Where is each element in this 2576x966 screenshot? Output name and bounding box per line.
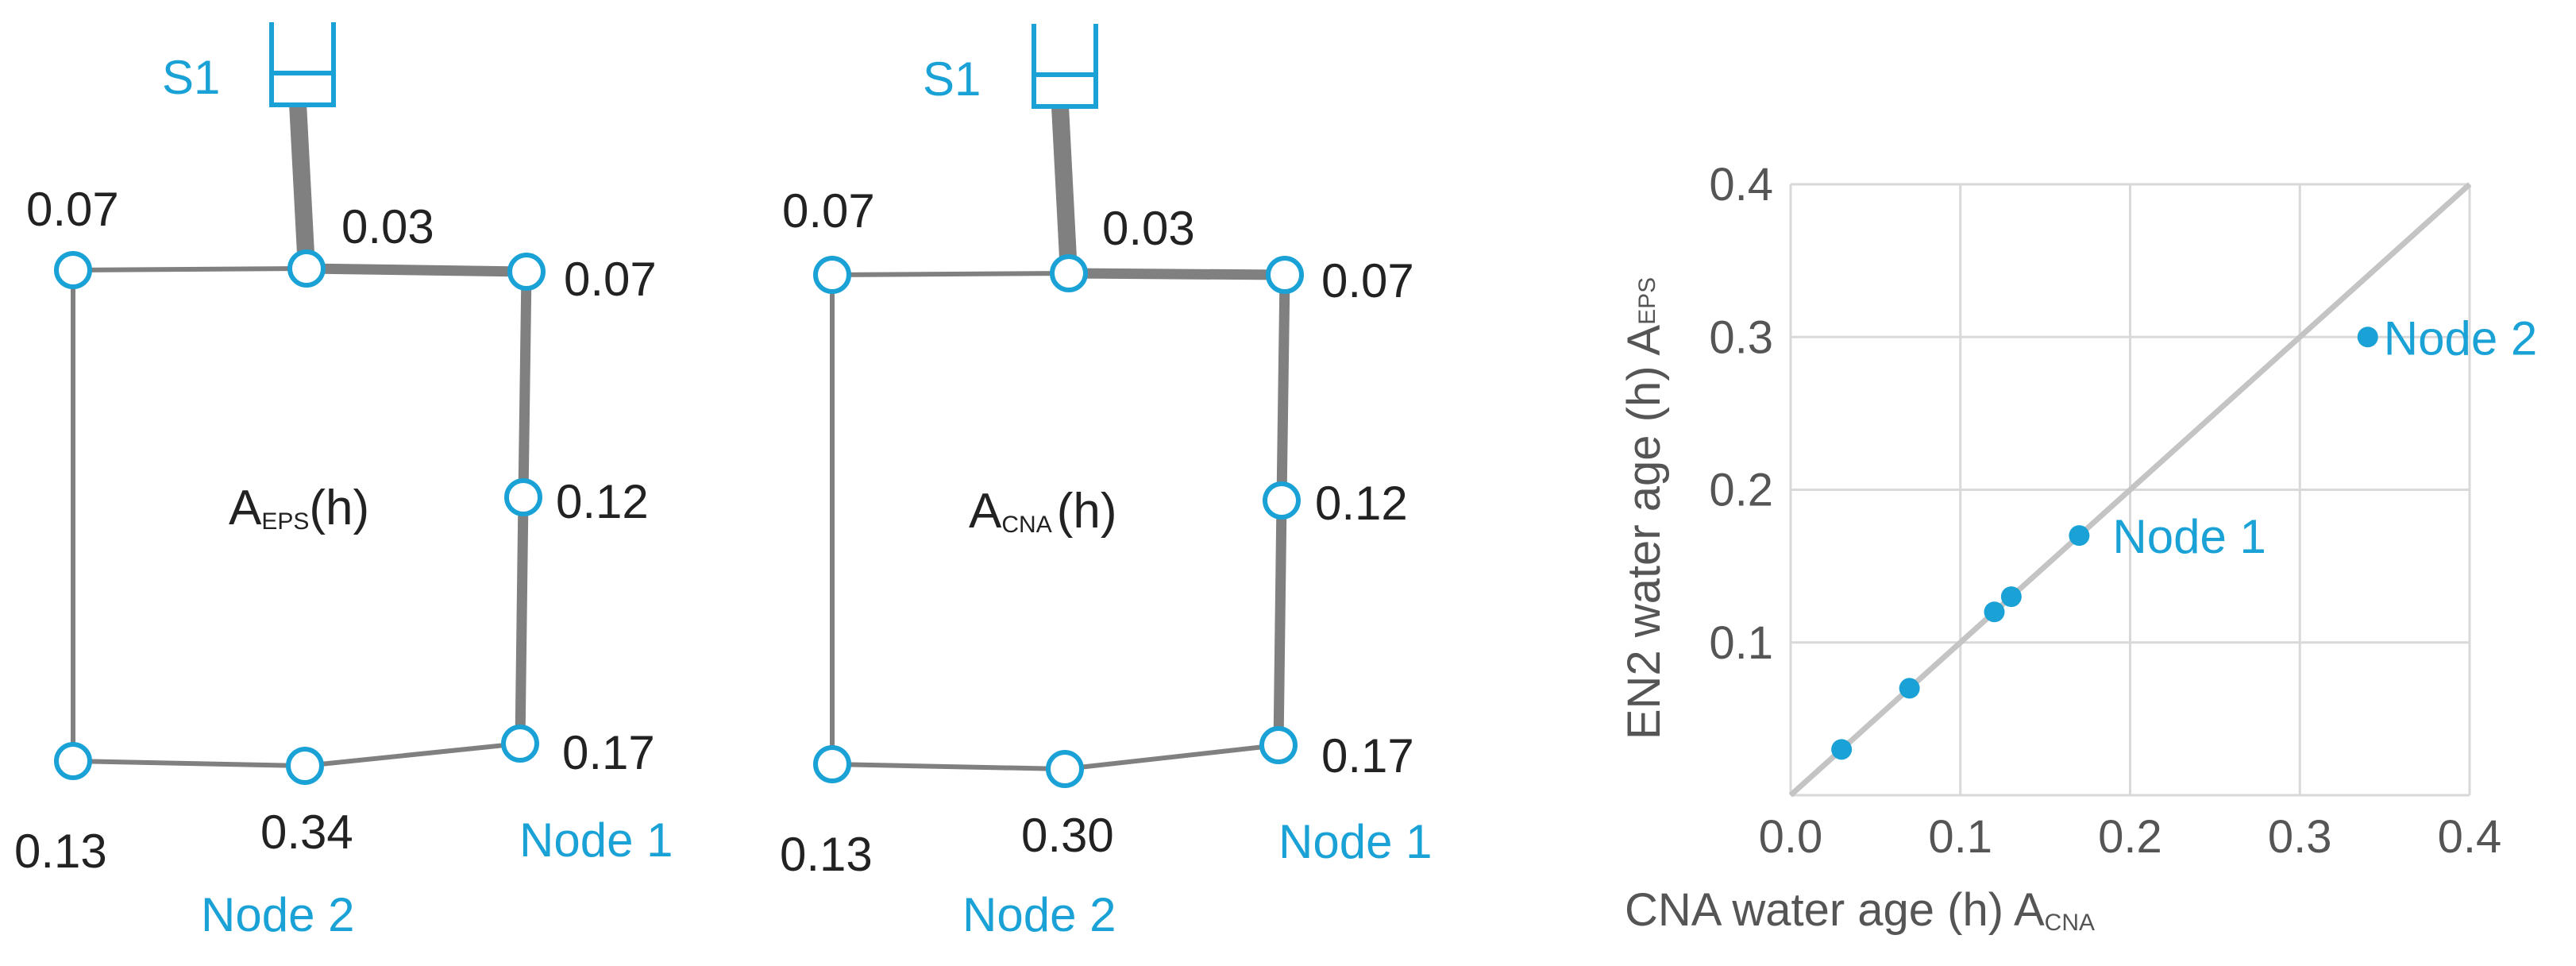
node-markers bbox=[813, 254, 1304, 788]
pipe-top-right bbox=[1068, 268, 1286, 280]
node-bottom-mid bbox=[286, 747, 324, 785]
node-top-right bbox=[1266, 256, 1304, 294]
x-tick-label: 0.4 bbox=[2438, 811, 2502, 863]
y-tick-label: 0.1 bbox=[1709, 617, 1773, 669]
node-markers bbox=[54, 249, 546, 785]
value-top-left: 0.07 bbox=[782, 184, 875, 238]
scatter-chart: Node 1 Node 2 0.0 0.1 0.2 0.3 0.4 0.1 0.2 0.3 0.4… bbox=[1618, 159, 2537, 936]
pipe-top-right bbox=[306, 263, 527, 277]
network-cna: S1 0.07 0.03 0.07 0.12 0.17 0.30 0.13 No… bbox=[780, 24, 1432, 941]
node2-label: Node 2 bbox=[201, 888, 354, 941]
value-bottom-right: 0.17 bbox=[562, 726, 655, 779]
node-top-right bbox=[507, 253, 546, 291]
value-bottom-left: 0.13 bbox=[780, 828, 873, 881]
pipe-top-left bbox=[72, 266, 307, 272]
y-tick-label: 0.2 bbox=[1709, 465, 1773, 516]
pipe-right-upper bbox=[1276, 274, 1290, 501]
value-right-mid: 0.12 bbox=[1315, 477, 1408, 530]
data-point-4 bbox=[2069, 525, 2090, 547]
node-bottom-left bbox=[54, 742, 92, 780]
node-top-mid bbox=[287, 249, 326, 288]
value-top-mid: 0.03 bbox=[1102, 202, 1195, 255]
pipe-right-lower bbox=[1273, 500, 1287, 746]
x-axis-label: CNA water age (h) ACNA bbox=[1625, 884, 2095, 936]
point-label: Node 2 bbox=[2384, 311, 2537, 365]
node2-label: Node 2 bbox=[962, 888, 1116, 941]
node1-label: Node 1 bbox=[1278, 815, 1432, 868]
network-eps: S1 0.07 0.03 0.07 0.12 0.17 0.34 0.13 No… bbox=[14, 22, 673, 941]
network-title: AEPS(h) bbox=[229, 481, 369, 535]
node-bottom-left bbox=[813, 745, 851, 783]
value-top-mid: 0.03 bbox=[341, 200, 434, 253]
data-point-5 bbox=[2357, 327, 2378, 348]
pipe-source bbox=[289, 102, 315, 269]
pipe-bottom-right bbox=[304, 741, 521, 768]
chart-points: Node 1 Node 2 bbox=[1831, 311, 2537, 760]
value-bottom-left: 0.13 bbox=[14, 825, 107, 878]
x-tick-label: 0.2 bbox=[2098, 811, 2162, 863]
x-tick-label: 0.1 bbox=[1928, 811, 1992, 863]
chart-ticks: 0.0 0.1 0.2 0.3 0.4 0.1 0.2 0.3 0.4 bbox=[1709, 159, 2501, 863]
value-top-right: 0.07 bbox=[1321, 254, 1414, 307]
pipe-right-lower bbox=[515, 497, 529, 744]
node-right-mid bbox=[1263, 481, 1301, 520]
value-bottom-mid: 0.34 bbox=[260, 806, 353, 859]
y-axis-label: EN2 water age (h) AEPS bbox=[1618, 277, 1670, 740]
pipe-top-left bbox=[831, 271, 1070, 277]
reservoir-icon bbox=[269, 22, 336, 107]
value-top-right: 0.07 bbox=[564, 253, 657, 306]
pipe-bottom-left bbox=[831, 762, 1066, 771]
data-point-0 bbox=[1831, 739, 1853, 760]
node-top-mid bbox=[1050, 254, 1088, 292]
y-tick-label: 0.4 bbox=[1709, 159, 1773, 211]
node1-label: Node 1 bbox=[519, 813, 673, 867]
source-label: S1 bbox=[923, 52, 981, 106]
y-tick-label: 0.3 bbox=[1709, 311, 1773, 363]
node-bottom-right bbox=[501, 724, 539, 763]
source-label: S1 bbox=[162, 51, 220, 104]
data-point-1 bbox=[1899, 678, 1920, 699]
x-tick-label: 0.3 bbox=[2268, 811, 2332, 863]
node-top-left bbox=[54, 251, 92, 289]
node-right-mid bbox=[504, 478, 542, 516]
reservoir-icon bbox=[1032, 24, 1098, 109]
value-right-mid: 0.12 bbox=[556, 475, 649, 528]
data-point-2 bbox=[1984, 601, 2005, 623]
pipe-right-upper bbox=[518, 271, 532, 498]
point-label: Node 1 bbox=[2112, 510, 2266, 563]
pipe-bottom-left bbox=[72, 759, 306, 768]
node-top-left bbox=[813, 256, 851, 294]
pipe-bottom-right bbox=[1064, 743, 1279, 771]
node-bottom-right bbox=[1259, 726, 1298, 764]
data-point-3 bbox=[2000, 586, 2022, 608]
node-bottom-mid bbox=[1046, 750, 1084, 788]
value-bottom-right: 0.17 bbox=[1321, 729, 1414, 782]
x-tick-label: 0.0 bbox=[1759, 811, 1823, 863]
value-bottom-mid: 0.30 bbox=[1021, 809, 1114, 862]
network-title: ACNA(h) bbox=[969, 484, 1116, 539]
pipe-source bbox=[1051, 106, 1078, 274]
value-top-left: 0.07 bbox=[26, 183, 119, 236]
